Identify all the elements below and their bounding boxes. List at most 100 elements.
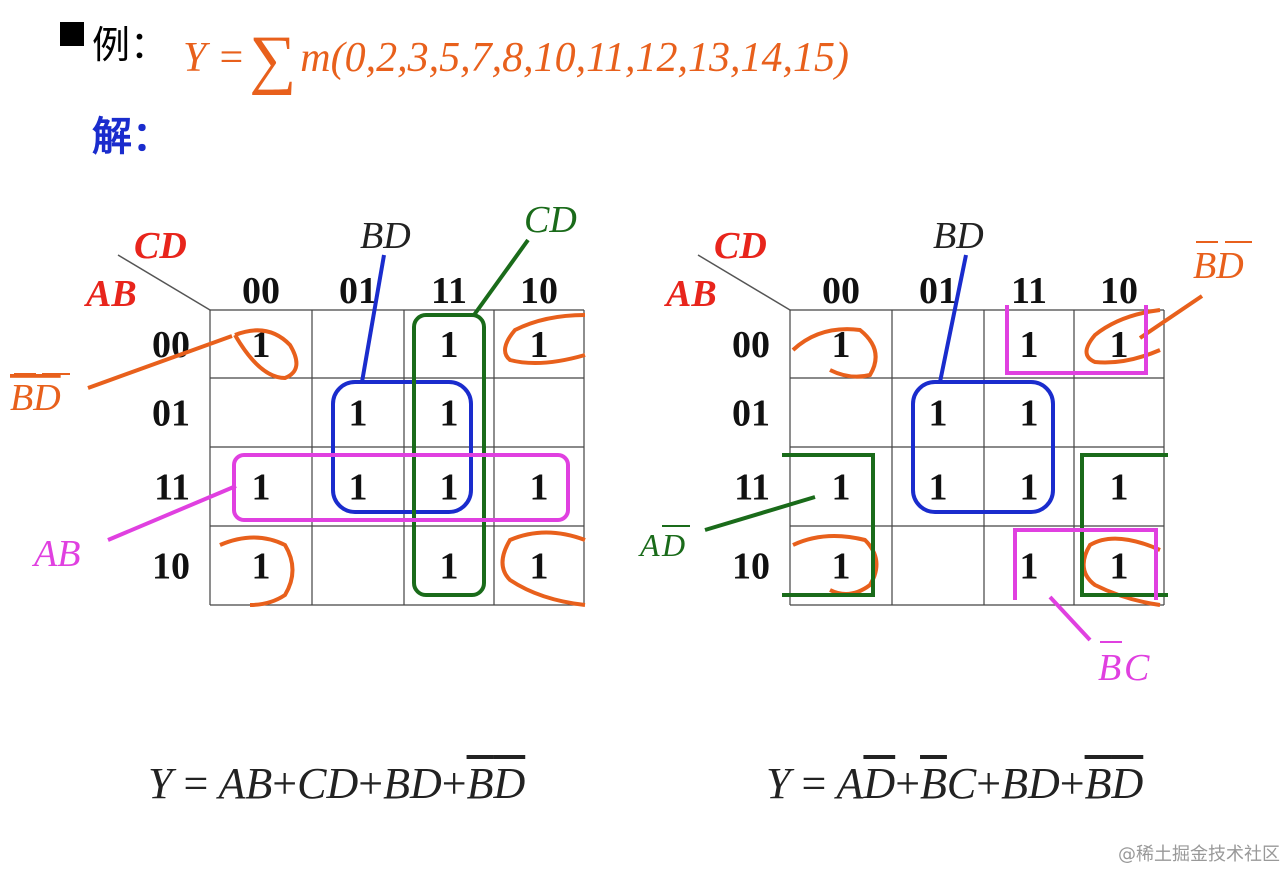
left-corner-arc-bl bbox=[219, 535, 295, 607]
left-formula-t3: BD bbox=[383, 759, 442, 808]
right-formula-eq: = bbox=[801, 759, 827, 808]
left-formula: Y = AB+CD+BD+BD bbox=[148, 758, 525, 809]
right-formula-y: Y bbox=[766, 759, 791, 808]
right-corner-arc-tr bbox=[1084, 308, 1161, 365]
right-row-var-label: AB bbox=[664, 273, 717, 315]
left-cell-value: 1 bbox=[440, 324, 459, 366]
left-bdbar-pointer bbox=[87, 334, 233, 390]
left-row-header: 01 bbox=[152, 393, 190, 435]
right-col-header: 11 bbox=[1011, 270, 1047, 312]
right-cell-value: 1 bbox=[1110, 467, 1129, 509]
right-cell-value: 1 bbox=[1020, 467, 1039, 509]
right-corner-arc-tl bbox=[791, 327, 878, 379]
left-cell-value: 1 bbox=[440, 546, 459, 588]
left-row-var-label: AB bbox=[84, 273, 137, 315]
left-cell-value: 1 bbox=[440, 467, 459, 509]
right-bd-pointer bbox=[938, 254, 968, 383]
right-cell-value: 1 bbox=[929, 393, 948, 435]
left-cell-value: 1 bbox=[252, 324, 271, 366]
left-corner-arc-tr bbox=[503, 313, 586, 365]
right-adbar-left-bracket bbox=[782, 453, 875, 597]
solution-label: 解： bbox=[92, 114, 172, 160]
right-adbar-label-d: D bbox=[661, 527, 685, 563]
right-formula-t4-d: D bbox=[1111, 759, 1144, 808]
diagram-labels: CD AB BD CD AB BD CD AB BD BD A D B C bbox=[10, 199, 1252, 689]
left-cd-pointer bbox=[472, 238, 530, 317]
left-cell-value: 1 bbox=[349, 467, 368, 509]
right-cell-value: 1 bbox=[1110, 324, 1129, 366]
right-row-header: 01 bbox=[732, 393, 770, 435]
left-corner-arc-br bbox=[500, 530, 586, 607]
left-col-var-label: CD bbox=[134, 225, 187, 267]
right-col-var-label: CD bbox=[714, 225, 767, 267]
left-formula-plus1: + bbox=[272, 759, 298, 808]
left-cell-value: 1 bbox=[530, 546, 549, 588]
right-row-header: 10 bbox=[732, 546, 770, 588]
right-cell-value: 1 bbox=[832, 324, 851, 366]
right-bcbar-pointer bbox=[1048, 595, 1092, 642]
left-col-header: 01 bbox=[339, 270, 377, 312]
right-cell-value: 1 bbox=[1020, 324, 1039, 366]
left-cell-value: 1 bbox=[440, 393, 459, 435]
left-formula-y: Y bbox=[148, 759, 173, 808]
left-corner-diagonal bbox=[117, 254, 211, 311]
right-col-header: 00 bbox=[822, 270, 860, 312]
left-bd-label: BD bbox=[360, 215, 411, 257]
right-top-bracket bbox=[1005, 305, 1148, 375]
right-adbar-label-a: A bbox=[638, 527, 660, 563]
right-bcbar-bracket bbox=[1013, 528, 1158, 600]
right-formula-t1-d: D bbox=[863, 759, 896, 808]
left-formula-t2: CD bbox=[297, 759, 359, 808]
right-bcbar-label-c: C bbox=[1124, 647, 1150, 689]
right-cell-value: 1 bbox=[1020, 546, 1039, 588]
left-col-header: 11 bbox=[431, 270, 467, 312]
right-cell-value: 1 bbox=[1020, 393, 1039, 435]
right-formula-t2-c: C bbox=[946, 759, 977, 808]
right-row-header: 11 bbox=[734, 467, 770, 509]
example-label: 例： bbox=[92, 23, 169, 67]
left-cell-value: 1 bbox=[530, 467, 549, 509]
right-cell-value: 1 bbox=[832, 546, 851, 588]
left-formula-eq: = bbox=[183, 759, 209, 808]
right-col-header: 01 bbox=[919, 270, 957, 312]
left-row-header: 11 bbox=[154, 467, 190, 509]
left-col-header: 00 bbox=[242, 270, 280, 312]
right-bdbar-label: BD bbox=[1193, 245, 1244, 287]
right-bdbar-pointer bbox=[1138, 294, 1204, 340]
left-bd-pointer bbox=[360, 254, 386, 383]
right-adbar-pointer bbox=[704, 495, 816, 532]
left-formula-plus2: + bbox=[358, 759, 384, 808]
left-cell-value: 1 bbox=[349, 393, 368, 435]
left-formula-t4-d: D bbox=[493, 759, 526, 808]
sigma-symbol: ∑ bbox=[249, 23, 297, 96]
right-formula-plus1: + bbox=[895, 759, 921, 808]
right-formula-plus3: + bbox=[1059, 759, 1085, 808]
left-formula-plus3: + bbox=[441, 759, 467, 808]
left-formula-t4-b: B bbox=[466, 759, 494, 808]
right-map-groupings bbox=[704, 254, 1204, 642]
left-bd-group bbox=[331, 380, 473, 514]
right-bcbar-label-b: B bbox=[1098, 647, 1121, 689]
right-cell-value: 1 bbox=[929, 467, 948, 509]
right-formula-t4-b: B bbox=[1084, 759, 1112, 808]
right-adbar-right-bracket bbox=[1080, 453, 1168, 597]
right-formula: Y = AD+BC+BD+BD bbox=[766, 758, 1143, 809]
left-cd-label: CD bbox=[524, 199, 577, 241]
right-cell-value: 1 bbox=[1110, 546, 1129, 588]
left-cell-value: 1 bbox=[252, 467, 271, 509]
left-map-groupings bbox=[87, 238, 586, 607]
expr-body: m(0,2,3,5,7,8,10,11,12,13,14,15) bbox=[300, 35, 849, 81]
left-corner-arc-tl bbox=[233, 328, 299, 381]
right-bd-group bbox=[911, 380, 1055, 514]
right-row-header: 00 bbox=[732, 324, 770, 366]
left-ab-pointer bbox=[107, 484, 237, 542]
square-bullet-icon bbox=[60, 22, 84, 46]
expr-prefix: Y = bbox=[183, 35, 246, 81]
right-bd-label: BD bbox=[933, 215, 984, 257]
left-ab-label: AB bbox=[31, 533, 80, 575]
right-corner-diagonal bbox=[697, 254, 791, 311]
right-formula-t3: BD bbox=[1001, 759, 1060, 808]
left-formula-t1: AB bbox=[218, 759, 273, 808]
